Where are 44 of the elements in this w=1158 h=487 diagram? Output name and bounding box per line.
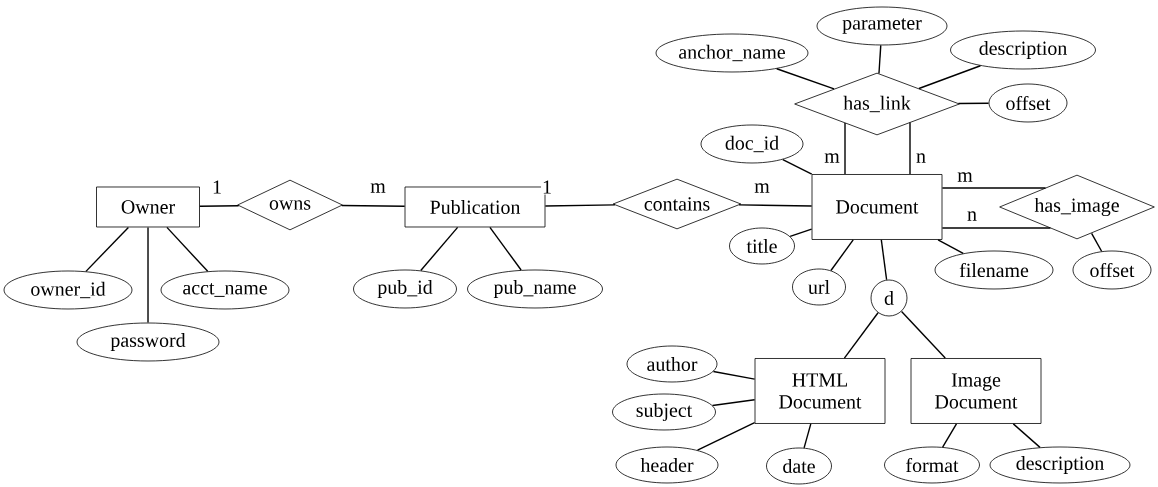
connector-line (776, 68, 835, 90)
connector-line (918, 65, 982, 90)
connector-line (85, 226, 130, 273)
entity-box: Document (811, 174, 943, 240)
connector-line (880, 239, 888, 281)
connector-line (937, 239, 964, 255)
connector-line (696, 421, 756, 451)
connector-line (900, 310, 946, 359)
connector-line (1090, 232, 1103, 252)
connector-line (712, 370, 756, 380)
connector-line (341, 204, 406, 207)
connector-line (166, 226, 209, 272)
connector-line (544, 204, 616, 207)
connector-line (878, 44, 882, 75)
connector-line (782, 158, 813, 175)
entity-box: Publication (404, 186, 546, 228)
cardinality-label: m (956, 171, 974, 183)
connector-line (147, 226, 149, 324)
cardinality-label: 1 (541, 179, 553, 195)
entity-box: Owner (96, 186, 200, 228)
connector-line (420, 226, 459, 272)
connector-line (941, 187, 1047, 189)
connector-line (789, 228, 813, 238)
entity-box: Image Document (910, 358, 1042, 424)
connector-line (1012, 423, 1041, 449)
cardinality-label: m (823, 152, 841, 164)
connector-line (199, 205, 240, 207)
connector-line (711, 399, 756, 407)
connector-line (843, 312, 879, 359)
connector-line (738, 204, 813, 207)
cardinality-label: m (369, 182, 387, 194)
cardinality-label: n (966, 210, 978, 222)
connector-line (844, 122, 846, 175)
connector-line (941, 423, 958, 448)
connector-line (489, 226, 522, 271)
connector-line (957, 102, 990, 105)
connector-line (941, 227, 1052, 229)
entity-box: HTML Document (754, 358, 886, 424)
cardinality-label: m (753, 182, 771, 194)
connector-line (909, 121, 911, 175)
cardinality-label: n (915, 152, 927, 164)
cardinality-label: 1 (211, 179, 223, 195)
connector-line (830, 239, 854, 272)
connector-line (803, 423, 812, 449)
